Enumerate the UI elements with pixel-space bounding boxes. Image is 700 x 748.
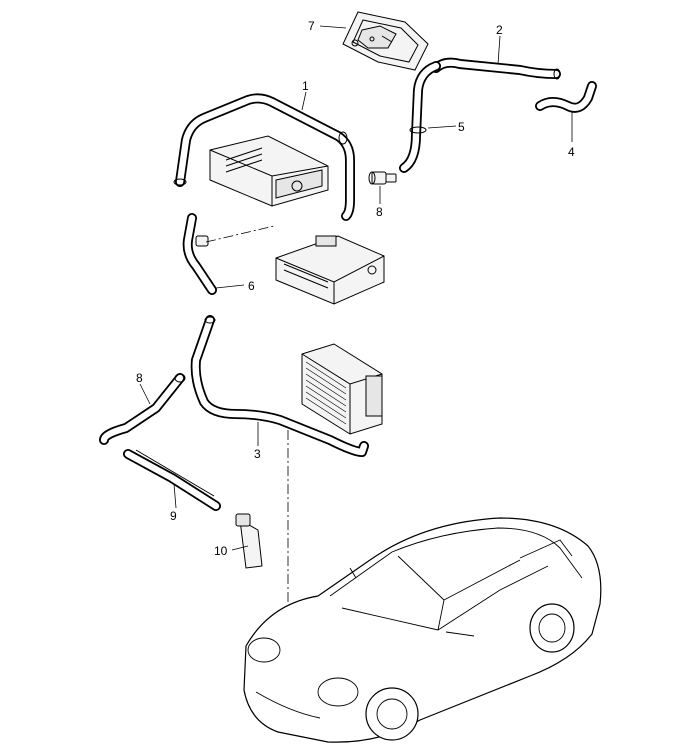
part-6-hose [182, 213, 217, 295]
leader-lines [139, 25, 573, 551]
callout-labels: 7 2 1 5 4 8 6 8 3 9 10 [136, 19, 575, 558]
part-8-hose-lower [99, 373, 186, 445]
callout-5: 5 [458, 120, 465, 134]
callout-8-top: 8 [376, 205, 383, 219]
part-2-hose [431, 57, 561, 80]
callout-4: 4 [568, 145, 575, 159]
callout-1: 1 [302, 79, 309, 93]
part-9-hose [123, 449, 221, 511]
assembly-lines [205, 225, 289, 668]
part-5-hose [399, 61, 441, 173]
callout-2: 2 [496, 23, 503, 37]
callout-3: 3 [254, 447, 261, 461]
callout-7: 7 [308, 19, 315, 33]
part-3-hose [190, 315, 369, 457]
callout-9: 9 [170, 509, 177, 523]
callout-10: 10 [214, 544, 228, 558]
part-10-duct [235, 513, 263, 569]
amplifier-unit [301, 343, 383, 435]
callout-8-lower: 8 [136, 371, 143, 385]
part-4-hose [535, 81, 597, 113]
part-7-vent-grille [342, 11, 429, 71]
radio-unit [275, 235, 385, 305]
car-illustration [243, 517, 602, 743]
part-8-connector-top [368, 171, 397, 185]
callout-6: 6 [248, 279, 255, 293]
cd-changer-box [209, 135, 329, 207]
part-1-hose [173, 93, 355, 221]
